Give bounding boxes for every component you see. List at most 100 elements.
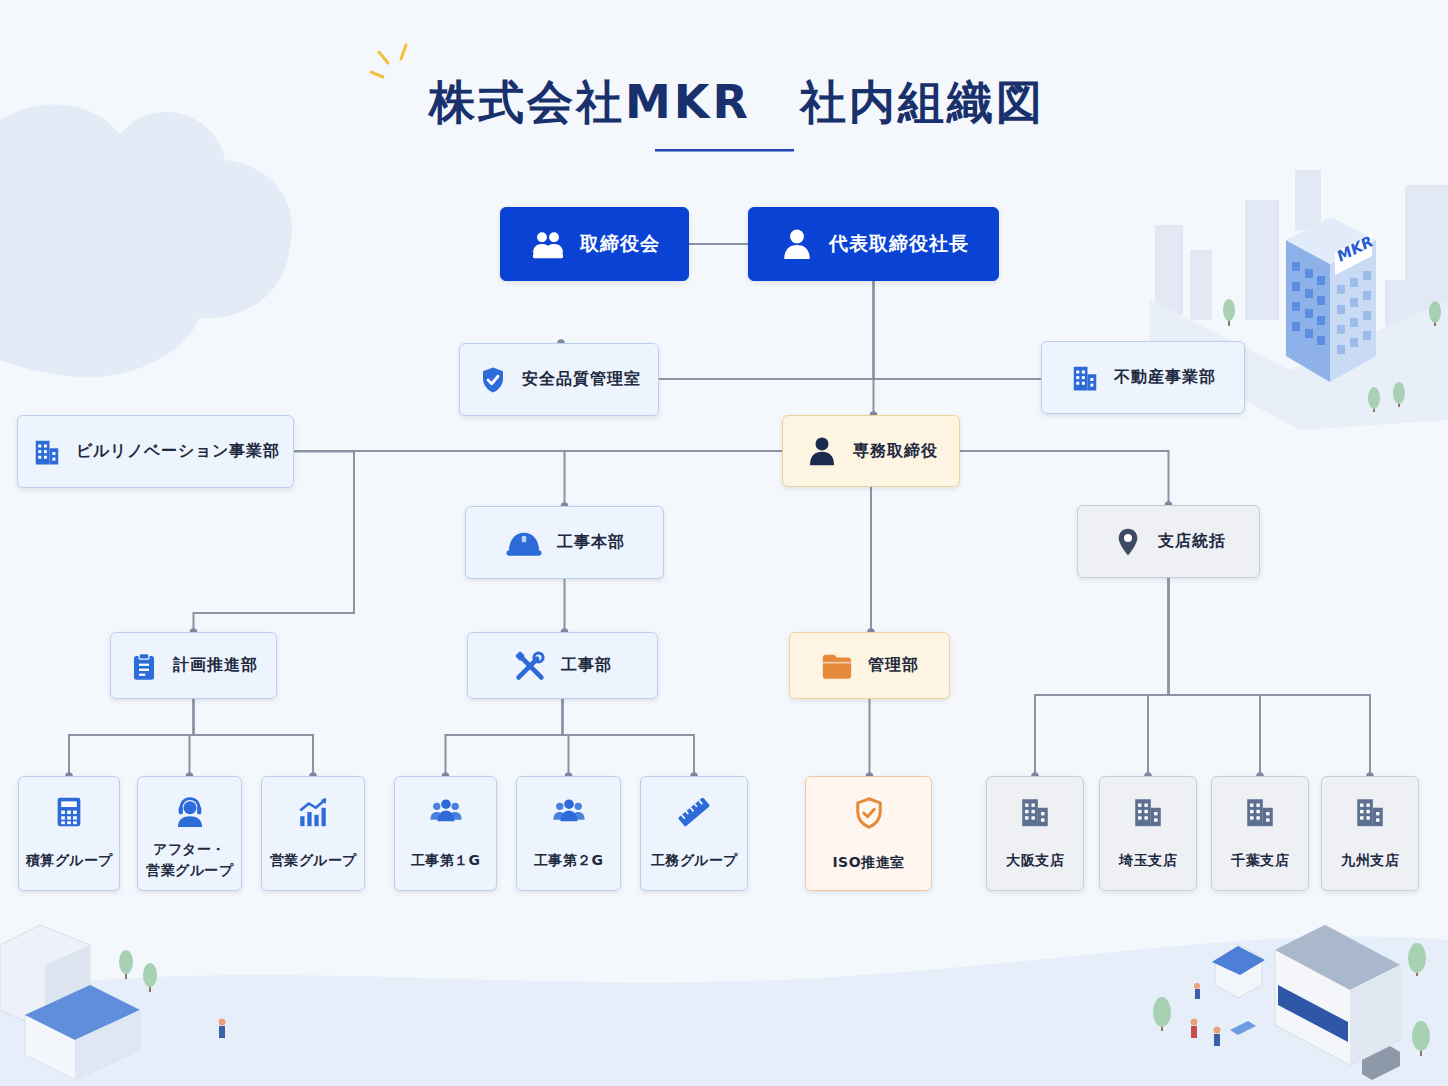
tools-icon xyxy=(513,649,547,683)
ruler-icon xyxy=(677,795,711,829)
node-label: 積算グループ xyxy=(26,850,113,871)
connector-line xyxy=(659,281,874,379)
leaf-box: 埼玉支店 xyxy=(1099,776,1197,891)
people-icon xyxy=(429,795,463,829)
calculator-icon xyxy=(52,795,86,829)
office-building xyxy=(1286,217,1376,382)
node-label: 専務取締役 xyxy=(853,441,938,462)
text-area: 工務グループ xyxy=(641,835,747,885)
ground-wave xyxy=(0,936,1448,1086)
node-label: 取締役会 xyxy=(580,231,660,257)
diagram-title: 株式会社MKR 社内組織図 xyxy=(13,72,1448,132)
connector-line xyxy=(1169,578,1261,776)
connector-line xyxy=(194,699,314,776)
leaf-box: 大阪支店 xyxy=(986,776,1084,891)
connector-line xyxy=(1148,578,1169,776)
leaf-box: 九州支店 xyxy=(1321,776,1419,891)
department-box: 管理部 xyxy=(789,632,950,699)
headset-icon xyxy=(173,795,207,829)
text-area: 営業グループ xyxy=(262,835,364,885)
connector-line xyxy=(870,487,872,632)
connector-line xyxy=(565,451,783,506)
department-box: 不動産事業部 xyxy=(1041,341,1245,414)
helmet-icon xyxy=(505,524,543,562)
building-icon xyxy=(1018,795,1052,829)
person-icon xyxy=(779,226,815,262)
text-area: 九州支店 xyxy=(1322,835,1418,885)
title-accent xyxy=(371,45,406,77)
department-box: 専務取締役 xyxy=(782,415,960,487)
text-area: 積算グループ xyxy=(19,835,119,885)
node-label: 九州支店 xyxy=(1341,850,1399,871)
building-bottom-left xyxy=(0,925,226,1080)
node-label: 営業グループ xyxy=(270,850,357,871)
chart-icon xyxy=(296,795,330,829)
node-label: 安全品質管理室 xyxy=(522,369,641,390)
department-box: 工事部 xyxy=(467,632,658,699)
building-icon xyxy=(1243,795,1277,829)
people-icon xyxy=(552,795,586,829)
leaf-box: ISO推進室 xyxy=(805,776,932,891)
connector-line xyxy=(1035,578,1169,776)
node-label: 工事第１G xyxy=(411,850,481,871)
building-bottom-right xyxy=(1191,925,1401,1080)
cloud xyxy=(0,104,292,377)
leaf-box: 工務グループ xyxy=(640,776,748,891)
title-underline xyxy=(655,149,794,152)
group-icon xyxy=(530,226,566,262)
node-label: 埼玉支店 xyxy=(1119,850,1177,871)
department-box: ビルリノベーション事業部 xyxy=(17,415,294,488)
node-label: 支店統括 xyxy=(1158,531,1226,552)
connector-line xyxy=(869,699,871,776)
node-label: 千葉支店 xyxy=(1231,850,1289,871)
text-area: ISO推進室 xyxy=(806,837,931,887)
node-label: 管理部 xyxy=(868,655,919,676)
text-area: 工事第２G xyxy=(517,835,620,885)
leaf-box: 営業グループ xyxy=(261,776,365,891)
text-area: 千葉支店 xyxy=(1212,835,1308,885)
department-box: 工事本部 xyxy=(465,506,664,579)
building-icon xyxy=(32,437,62,467)
connector-line xyxy=(874,281,1042,379)
connector-line xyxy=(564,579,566,632)
trees xyxy=(119,299,1441,1056)
connector-line xyxy=(689,243,748,245)
node-label: 工務グループ xyxy=(651,850,738,871)
node-label: 大阪支店 xyxy=(1006,850,1064,871)
connector-line xyxy=(960,451,1169,505)
shield-icon xyxy=(851,795,887,831)
building-icon xyxy=(1353,795,1387,829)
leaf-box: アフター・ 営業グループ xyxy=(137,776,242,891)
connector-line xyxy=(446,699,563,776)
shield-icon xyxy=(478,365,508,395)
executive-box: 代表取締役社長 xyxy=(748,207,999,281)
leaf-box: 積算グループ xyxy=(18,776,120,891)
node-label: 工事第２G xyxy=(534,850,604,871)
department-box: 安全品質管理室 xyxy=(459,343,659,416)
leaf-box: 工事第１G xyxy=(394,776,497,891)
text-area: 埼玉支店 xyxy=(1100,835,1196,885)
node-label: 工事部 xyxy=(561,655,612,676)
person-icon xyxy=(805,434,839,468)
connector-line xyxy=(563,699,695,776)
building-icon xyxy=(1070,363,1100,393)
executive-box: 取締役会 xyxy=(500,207,689,281)
department-box: 支店統括 xyxy=(1077,505,1260,578)
text-area: 工事第１G xyxy=(395,835,496,885)
clipboard-icon xyxy=(129,651,159,681)
node-label: ISO推進室 xyxy=(832,852,904,873)
node-label: アフター・ 営業グループ xyxy=(142,839,237,881)
location-pin-icon xyxy=(1112,526,1144,558)
department-box: 計画推進部 xyxy=(110,632,277,699)
node-label: 工事本部 xyxy=(557,532,625,553)
node-label: 不動産事業部 xyxy=(1114,367,1216,388)
text-area: アフター・ 営業グループ xyxy=(138,835,241,885)
leaf-box: 工事第２G xyxy=(516,776,621,891)
node-label: ビルリノベーション事業部 xyxy=(76,441,280,462)
node-label: 計画推進部 xyxy=(173,655,258,676)
folder-icon xyxy=(820,649,854,683)
node-label: 代表取締役社長 xyxy=(829,231,969,257)
text-area: 大阪支店 xyxy=(987,835,1083,885)
connector-line xyxy=(69,699,194,776)
